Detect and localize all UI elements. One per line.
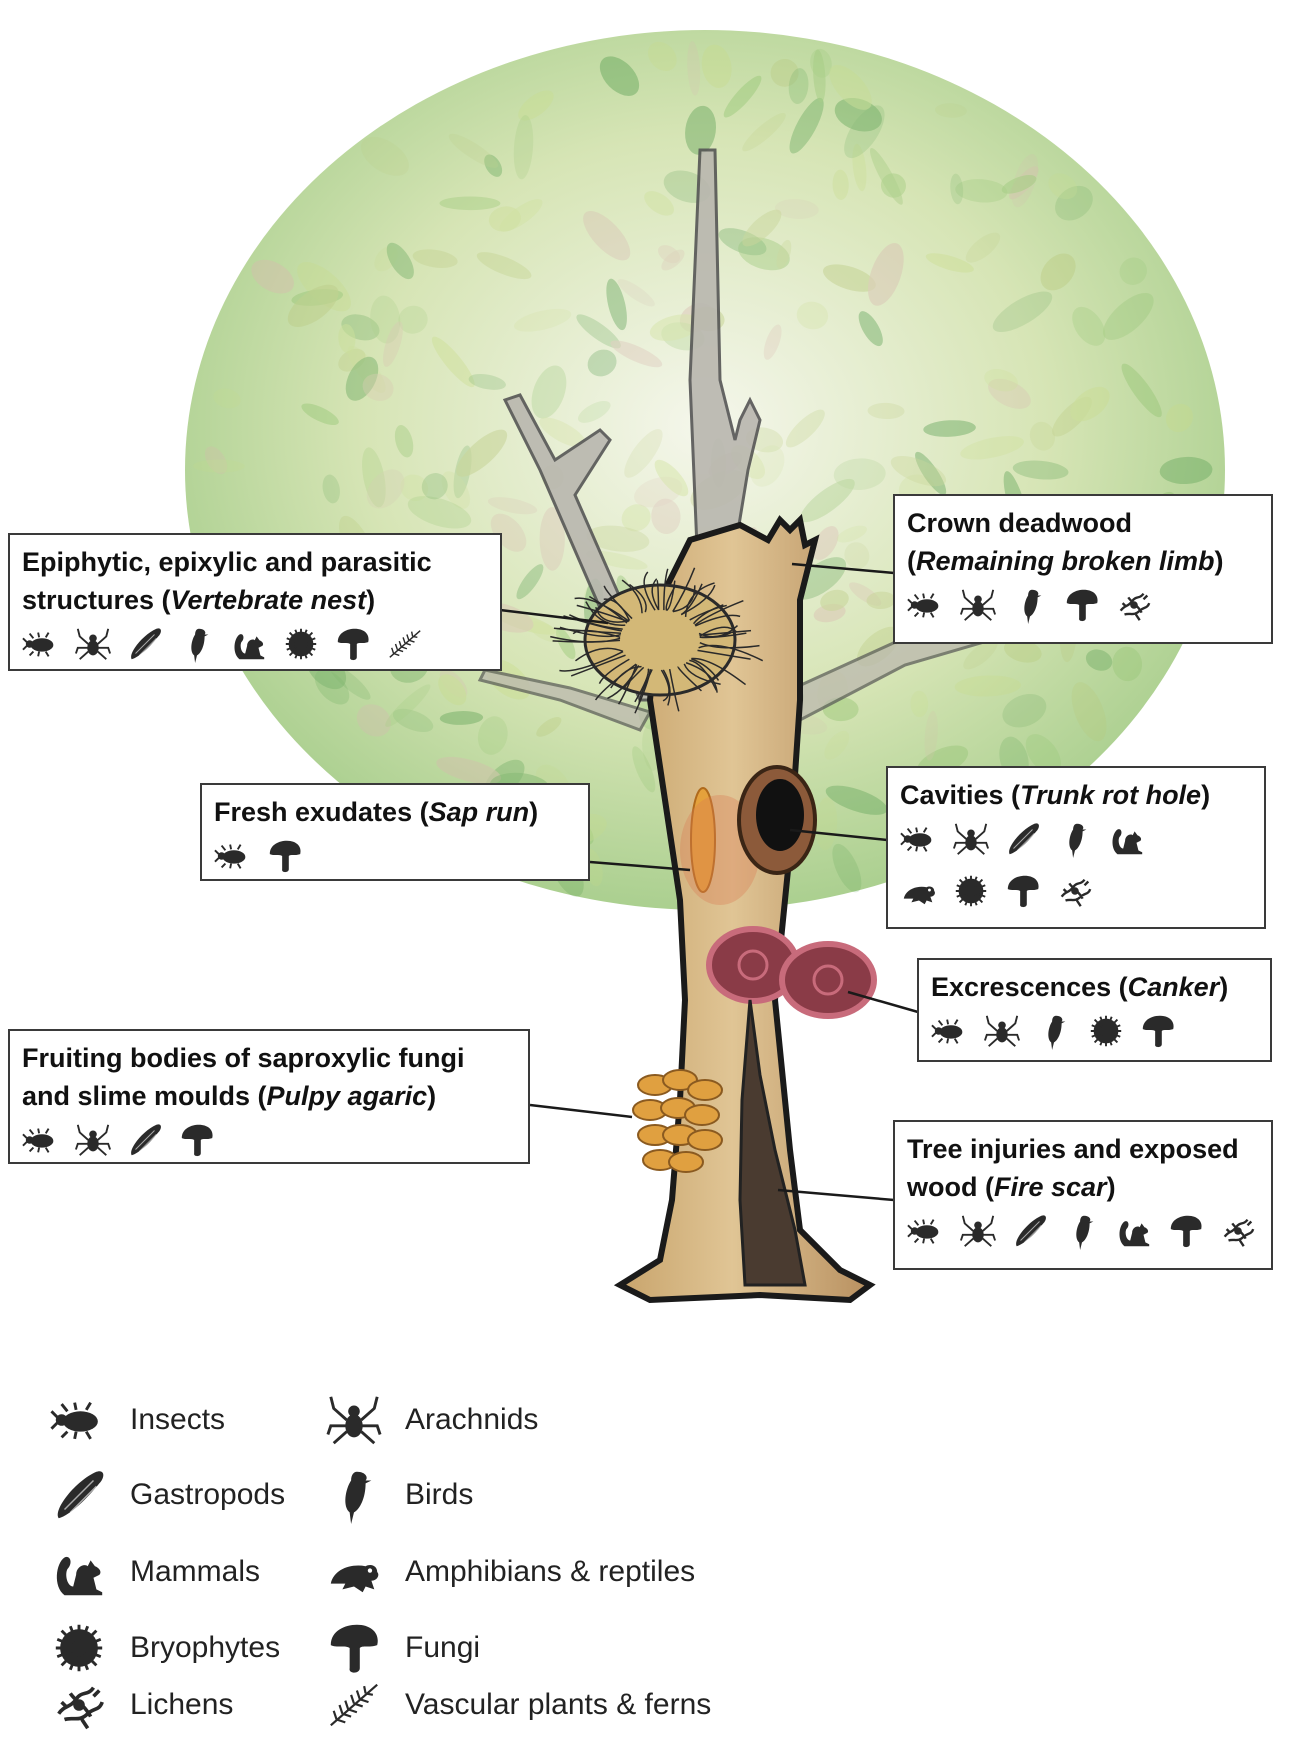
arachnid-icon [952, 820, 990, 858]
legend-item-mammals: Mammals [50, 1542, 260, 1602]
insect-icon [931, 1012, 969, 1050]
insect-icon [907, 586, 945, 624]
mammal-icon [50, 1543, 108, 1601]
insect-icon [22, 1121, 60, 1159]
vascular-plant-icon [325, 1676, 383, 1734]
callout-cavities-icons [900, 820, 1170, 910]
callout-excrescences: Excrescences (Canker) [917, 958, 1272, 1062]
sap-run [690, 787, 716, 893]
legend-label: Fungi [405, 1631, 481, 1664]
bird-icon [1035, 1012, 1073, 1050]
mammal-icon [230, 625, 268, 663]
arachnid-icon [959, 1212, 997, 1250]
gastropod-icon [126, 1121, 164, 1159]
callout-epiphytic-title: Epiphytic, epixylic and parasitic struct… [22, 547, 432, 615]
gastropod-icon [1004, 820, 1042, 858]
legend-item-birds: Birds [325, 1465, 473, 1525]
bryophyte-icon [952, 872, 990, 910]
legend-label: Gastropods [130, 1478, 286, 1511]
legend-label: Lichens [130, 1688, 234, 1721]
mammal-icon [1108, 820, 1146, 858]
lichen-icon [1115, 586, 1153, 624]
legend-label: Mammals [130, 1555, 261, 1588]
legend-item-insects: Insects [50, 1390, 225, 1450]
bird-icon [1056, 820, 1094, 858]
insect-icon [900, 820, 938, 858]
callout-injuries-icons [907, 1212, 1261, 1250]
legend-item-arachnids: Arachnids [325, 1390, 538, 1450]
legend-label: Birds [405, 1478, 474, 1511]
bird-icon [325, 1466, 383, 1524]
fire-scar [738, 999, 807, 1287]
bryophyte-icon [282, 625, 320, 663]
gastropod-icon [1011, 1212, 1049, 1250]
arachnid-icon [983, 1012, 1021, 1050]
legend-label: Arachnids [405, 1403, 539, 1436]
gastropod-icon [126, 625, 164, 663]
legend-item-amphibians: Amphibians & reptiles [325, 1542, 695, 1602]
arachnid-icon [959, 586, 997, 624]
callout-crown-title: Crown deadwood(Remaining broken limb) [907, 508, 1224, 576]
legend-label: Amphibians & reptiles [405, 1555, 696, 1588]
callout-crown-icons [907, 586, 1261, 624]
arachnid-icon [325, 1391, 383, 1449]
arachnid-icon [74, 625, 112, 663]
fungi-icon [266, 837, 304, 875]
legend-item-gastropods: Gastropods [50, 1465, 285, 1525]
fungi-icon [1004, 872, 1042, 910]
bird-icon [1011, 586, 1049, 624]
arachnid-icon [74, 1121, 112, 1159]
callout-excrescences-icons [931, 1012, 1260, 1050]
legend-label: Insects [130, 1403, 226, 1436]
fungi-icon [334, 625, 372, 663]
fungi-icon [1167, 1212, 1205, 1250]
callout-fruiting-icons [22, 1121, 518, 1159]
callout-fruiting: Fruiting bodies of saproxylic fungi and … [8, 1029, 530, 1164]
mammal-icon [1115, 1212, 1153, 1250]
insect-icon [22, 625, 60, 663]
insect-icon [50, 1391, 108, 1449]
legend-item-vascular-plants: Vascular plants & ferns [325, 1675, 711, 1735]
callout-injuries-title: Tree injuries and exposed wood (Fire sca… [907, 1134, 1239, 1202]
callout-epiphytic: Epiphytic, epixylic and parasitic struct… [8, 533, 502, 671]
leader-lines [499, 562, 919, 1202]
canker [706, 926, 877, 1019]
fungi-icon [1063, 586, 1101, 624]
amphibian-icon [900, 872, 938, 910]
callout-cavities: Cavities (Trunk rot hole) [886, 766, 1266, 929]
insect-icon [214, 837, 252, 875]
callout-cavities-title: Cavities (Trunk rot hole) [900, 780, 1211, 810]
amphibian-icon [325, 1543, 383, 1601]
lichen-icon [1219, 1212, 1257, 1250]
legend-item-lichens: Lichens [50, 1675, 233, 1735]
legend: Insects Arachnids Gastropods Birds Mamma… [0, 1380, 800, 1740]
trunk-rot-hole [737, 765, 817, 875]
legend-label: Bryophytes [130, 1631, 281, 1664]
legend-label: Vascular plants & ferns [405, 1688, 712, 1721]
fungi-icon [1139, 1012, 1177, 1050]
gastropod-icon [50, 1466, 108, 1524]
callout-sap: Fresh exudates (Sap run) [200, 783, 590, 881]
fungi-icon [325, 1619, 383, 1677]
insect-icon [907, 1212, 945, 1250]
bryophyte-icon [50, 1619, 108, 1677]
bird-icon [1063, 1212, 1101, 1250]
vascular-plant-icon [386, 625, 424, 663]
legend-item-bryophytes: Bryophytes [50, 1618, 280, 1678]
callout-excrescences-title: Excrescences (Canker) [931, 972, 1229, 1002]
legend-item-fungi: Fungi [325, 1618, 480, 1678]
bryophyte-icon [1087, 1012, 1125, 1050]
lichen-icon [1056, 872, 1094, 910]
pulpy-agaric [632, 1069, 723, 1173]
callout-crown: Crown deadwood(Remaining broken limb) [893, 494, 1273, 644]
lichen-icon [50, 1676, 108, 1734]
fungi-icon [178, 1121, 216, 1159]
callout-sap-title: Fresh exudates (Sap run) [214, 797, 539, 827]
callout-fruiting-title: Fruiting bodies of saproxylic fungi and … [22, 1043, 465, 1111]
callout-sap-icons [214, 837, 578, 875]
vertebrate-nest [550, 567, 764, 714]
callout-epiphytic-icons [22, 625, 490, 663]
callout-injuries: Tree injuries and exposed wood (Fire sca… [893, 1120, 1273, 1270]
bird-icon [178, 625, 216, 663]
